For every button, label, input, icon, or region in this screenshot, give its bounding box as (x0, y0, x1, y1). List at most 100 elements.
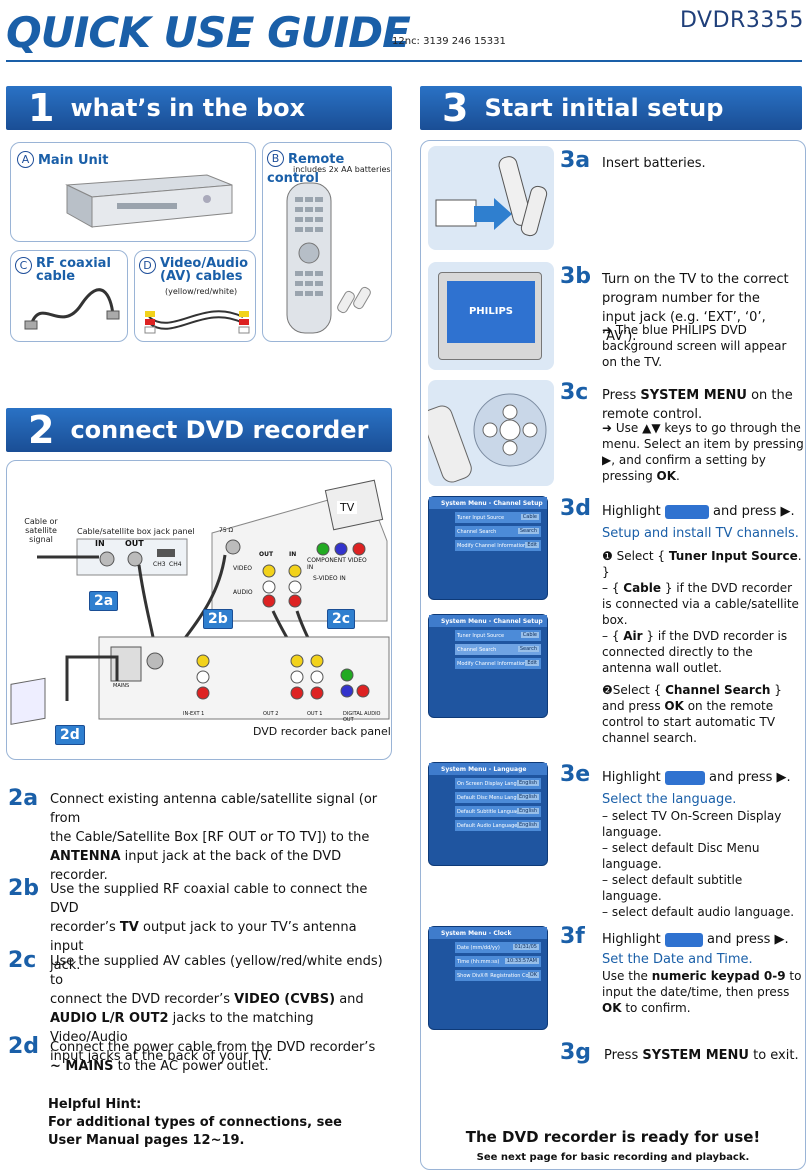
rf-cable-illustration (24, 288, 120, 330)
part-code: 12nc: 3139 246 15331 (392, 36, 506, 47)
step-3g-text: Press SYSTEM MENU to exit. (604, 1048, 799, 1063)
step-line: connect the DVD recorder’s VIDEO (CVBS) … (50, 992, 364, 1007)
step-number: 2a (8, 786, 39, 811)
section-title: connect DVD recorder (70, 416, 369, 444)
item-main-unit: A Main Unit (10, 142, 256, 242)
language-icon (664, 770, 705, 785)
setup-panel (420, 140, 806, 1170)
step-line: ~ MAINS to the AC power outlet. (50, 1059, 269, 1074)
list-item: – select TV On-Screen Display language. (602, 809, 782, 839)
tv-label: TV (337, 501, 358, 514)
hint-title: Helpful Hint: (48, 1097, 142, 1112)
step-number: 2c (8, 948, 37, 973)
connection-diagram: Cable or satellite signal Cable/satellit… (6, 460, 392, 760)
item-label: Remote control (267, 152, 345, 186)
remote-menu-illustration (422, 380, 554, 486)
item-note: includes 2x AA batteries (293, 165, 391, 174)
section-2-banner: 2 connect DVD recorder (6, 408, 392, 452)
section-title: Start initial setup (484, 94, 724, 122)
step-text: Use the supplied RF coaxial cable to con… (50, 880, 390, 975)
box-panel-label: Cable/satellite box jack panel (77, 527, 195, 536)
model-number: DVDR3355 (680, 8, 804, 33)
tag-2c: 2c (327, 609, 356, 629)
step-line: the Cable/Satellite Box [RF OUT or TO TV… (50, 830, 370, 845)
tag-2b: 2b (203, 609, 233, 629)
next-page-note: See next page for basic recording and pl… (476, 1152, 750, 1163)
helpful-hint: Helpful Hint: For additional types of co… (48, 1096, 378, 1150)
tv-video-label: VIDEO (233, 565, 253, 572)
step-text: Use the supplied AV cables (yellow/red/w… (50, 952, 390, 1066)
section-number: 3 (442, 86, 469, 130)
cable-signal-label: Cable or satellite signal (24, 517, 58, 544)
philips-screen: PHILIPS (447, 281, 535, 343)
out1-label: OUT 1 (307, 711, 323, 717)
step-3d-instructions: ❶ Select { Tuner Input Source. } – { Cab… (602, 549, 802, 745)
step-3f-detail: Use the numeric keypad 0-9 to input the … (602, 969, 802, 1015)
box-out-label: OUT (125, 539, 144, 548)
channel-icon (664, 504, 709, 519)
item-label: Video/Audio (AV) cables (160, 256, 249, 284)
letter-badge: D (139, 257, 156, 274)
list-item: – select default Disc Menu language. (602, 841, 760, 871)
item-label: Main Unit (38, 153, 109, 168)
av-cables-illustration (144, 310, 250, 334)
step-3d-number: 3d (560, 496, 592, 521)
step-number: 2d (8, 1034, 40, 1059)
step-3f-text: Highlight and press ▶. (602, 932, 789, 947)
step-text: Connect the power cable from the DVD rec… (50, 1038, 390, 1076)
ch3-label: CH3 (153, 561, 166, 568)
list-item: – select default audio language. (602, 905, 795, 919)
section-1-banner: 1 what’s in the box (6, 86, 392, 130)
step-3e-number: 3e (560, 762, 591, 787)
list-item: – select default subtitle language. (602, 873, 743, 903)
tv-component-label: COMPONENT VIDEO IN (307, 557, 367, 571)
step-line: ANTENNA input jack at the back of the DV… (50, 849, 342, 864)
step-3b-note: ➜ The blue PHILIPS DVD background screen… (602, 323, 787, 369)
hint-text: For additional types of connections, see… (48, 1115, 342, 1148)
mains-label: MAINS (113, 683, 130, 689)
section-number: 2 (28, 408, 55, 452)
step-line: input jacks at the back of your TV. (50, 1049, 272, 1064)
step-3b-text: Turn on the TV to the correct program nu… (602, 272, 789, 344)
in-ext1-label: IN-EXT 1 (183, 711, 205, 717)
remote-illustration (286, 182, 371, 334)
step-line: jack. (50, 958, 81, 973)
tag-2a: 2a (89, 591, 119, 611)
tv-illustration: PHILIPS (428, 262, 554, 370)
battery-illustration (428, 146, 554, 250)
step-3b-number: 3b (560, 264, 592, 289)
step-number: 2b (8, 876, 40, 901)
step-line: AUDIO L/R OUT2 jacks to the matching Vid… (50, 1011, 314, 1045)
step-3d-text: Highlight and press ▶. (602, 504, 795, 519)
step-3f-number: 3f (560, 924, 585, 949)
tv-in-label: IN (289, 551, 297, 558)
step-3a-number: 3a (560, 148, 591, 173)
step-3d-subtitle: Setup and install TV channels. (602, 526, 799, 541)
step-3a-text: Insert batteries. (602, 156, 706, 171)
tag-2d: 2d (55, 725, 85, 745)
digital-out-label: DIGITAL AUDIO OUT (343, 711, 381, 723)
step-3c-text: Press SYSTEM MENU on the remote control. (602, 388, 793, 422)
wiring-illustration (10, 479, 390, 725)
letter-badge: A (17, 151, 34, 168)
step-3e-subtitle: Select the language. (602, 792, 737, 807)
step-line: Connect existing antenna cable/satellite… (50, 792, 378, 826)
ready-message: The DVD recorder is ready for use! (465, 1128, 761, 1146)
ch4-label: CH4 (169, 561, 182, 568)
step-line: recorder’s TV output jack to your TV’s a… (50, 920, 357, 954)
step-line: Use the supplied AV cables (yellow/red/w… (50, 954, 383, 988)
step-line: Connect the power cable from the DVD rec… (50, 1040, 376, 1055)
section-3-banner: 3 Start initial setup (420, 86, 802, 130)
step-3e-list: – select TV On-Screen Display language. … (602, 808, 802, 920)
section-number: 1 (28, 86, 55, 130)
dvd-recorder-illustration (65, 174, 233, 228)
step-3c-number: 3c (560, 380, 589, 405)
letter-badge: C (15, 257, 32, 274)
back-panel-caption: DVD recorder back panel (253, 725, 391, 738)
